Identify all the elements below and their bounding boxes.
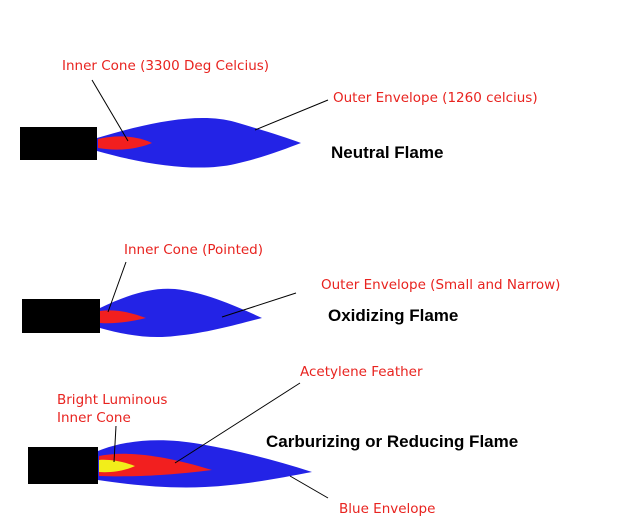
oxidizing-outer-envelope bbox=[100, 288, 262, 338]
carburizing-torch-nozzle bbox=[28, 447, 98, 484]
oxidizing-inner-cone-leader bbox=[107, 261, 127, 313]
carburizing-feather-label: Acetylene Feather bbox=[300, 364, 423, 380]
neutral-inner-cone-leader bbox=[91, 79, 129, 142]
carburizing-flame-figure bbox=[28, 382, 329, 499]
carburizing-blue-envelope bbox=[98, 440, 312, 488]
carburizing-luminous-label-line2: Inner Cone bbox=[57, 410, 131, 426]
carburizing-feather-leader bbox=[174, 382, 301, 464]
carburizing-luminous-cone-leader bbox=[113, 425, 117, 463]
carburizing-luminous-label-line1: Bright Luminous bbox=[57, 392, 168, 408]
oxidizing-inner-cone-label: Inner Cone (Pointed) bbox=[124, 242, 264, 258]
oxidizing-flame-figure bbox=[22, 261, 297, 338]
carburizing-envelope-leader bbox=[289, 475, 329, 499]
neutral-inner-cone bbox=[98, 136, 152, 150]
oxidizing-flame-title: Oxidizing Flame bbox=[328, 306, 459, 325]
oxidizing-outer-envelope-leader bbox=[221, 292, 297, 318]
oxidizing-torch-nozzle bbox=[22, 299, 100, 333]
neutral-inner-cone-label: Inner Cone (3300 Deg Celcius) bbox=[62, 58, 270, 74]
carburizing-acetylene-feather bbox=[99, 453, 212, 477]
carburizing-flame-title: Carburizing or Reducing Flame bbox=[266, 432, 519, 451]
carburizing-luminous-inner-cone bbox=[99, 459, 135, 473]
oxidizing-outer-envelope-label: Outer Envelope (Small and Narrow) bbox=[321, 277, 561, 293]
carburizing-envelope-label: Blue Envelope bbox=[339, 501, 436, 517]
oxidizing-inner-cone bbox=[100, 310, 146, 324]
neutral-outer-envelope-leader bbox=[254, 99, 329, 131]
neutral-torch-nozzle bbox=[20, 127, 97, 160]
neutral-outer-envelope-label: Outer Envelope (1260 celcius) bbox=[333, 90, 538, 106]
neutral-outer-envelope bbox=[97, 117, 301, 168]
neutral-flame-figure bbox=[20, 79, 329, 168]
neutral-flame-title: Neutral Flame bbox=[331, 143, 444, 162]
